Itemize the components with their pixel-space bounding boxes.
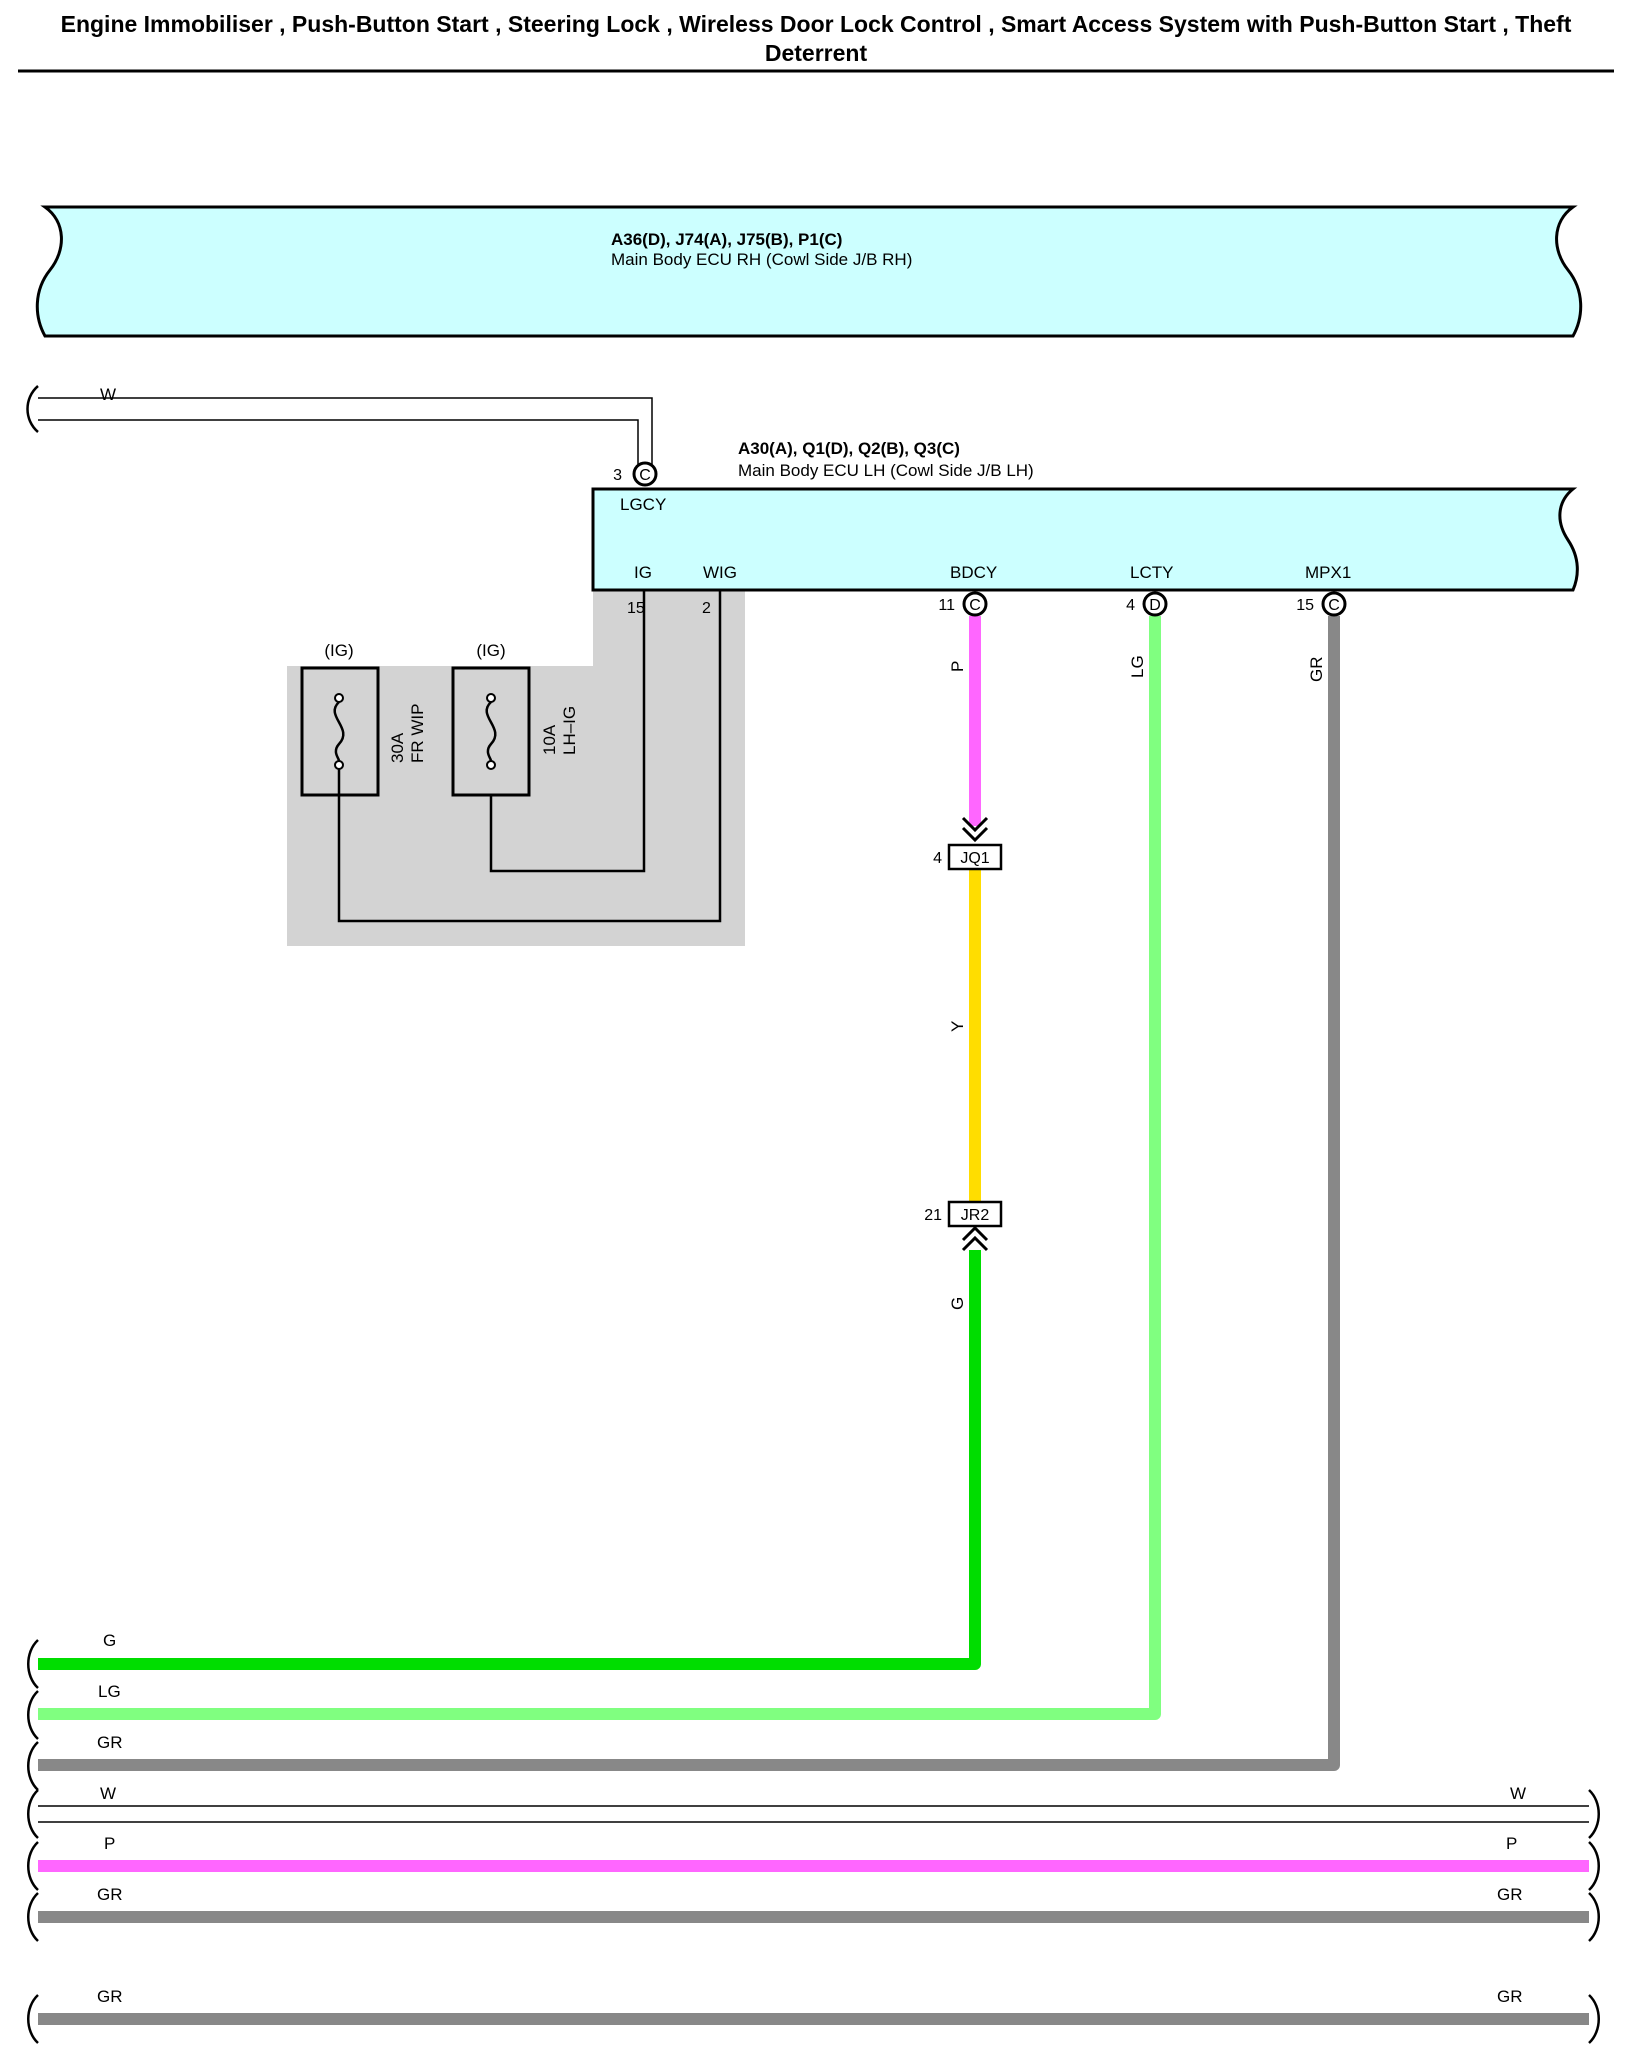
terminal-name-mpx1: MPX1 <box>1305 563 1351 582</box>
wire-label-gr-right-3: GR <box>1497 1987 1523 2006</box>
ecu-rh-box <box>35 205 1583 338</box>
fuse-lh-ig-box <box>451 666 531 797</box>
terminal-bdcy-pin: 11 <box>938 597 955 614</box>
wire-label-g: G <box>948 1297 967 1310</box>
wire-break-icon <box>26 385 39 433</box>
wire-label-w-left: W <box>100 1784 116 1803</box>
fuse-lh-ig-supply: (IG) <box>476 641 505 660</box>
terminal-wig-pin: 2 <box>702 600 711 617</box>
terminal-name-lcty: LCTY <box>1130 563 1173 582</box>
wire-break-icon <box>27 1994 39 2044</box>
terminal-ig-pin: 15 <box>627 600 645 617</box>
ecu-rh-block: A36(D), J74(A), J75(B), P1(C) Main Body … <box>35 205 1583 338</box>
wire-bdcy: P Y G <box>38 616 981 1670</box>
wire-break-icon <box>27 1741 39 1791</box>
terminal-lcty-pin: 4 <box>1126 597 1135 614</box>
terminal-lgcy: C 3 <box>613 461 658 487</box>
wire-wig-internal <box>337 590 722 923</box>
wire-label-w-right: W <box>1510 1784 1526 1803</box>
terminal-bdcy-conn: C <box>969 597 981 614</box>
wire-label-p-left: P <box>104 1834 115 1853</box>
wire-label-gr-left: GR <box>97 1733 123 1752</box>
terminal-circle-icon <box>962 591 988 617</box>
terminal-bdcy: C 11 <box>938 591 988 617</box>
wire-break-icon <box>1588 1994 1600 2044</box>
terminal-mpx1-conn: C <box>1328 597 1340 614</box>
junction-jr2: JR2 21 <box>924 1200 1003 1252</box>
terminal-lgcy-conn: C <box>639 467 651 484</box>
junction-jr2-name: JR2 <box>961 1207 990 1224</box>
wire-lgcy-w: W <box>26 385 653 474</box>
junction-jq1-box <box>947 843 1003 871</box>
terminal-name-ig: IG <box>634 563 652 582</box>
wire-break-icon <box>1588 1892 1600 1942</box>
junction-jq1-name: JQ1 <box>960 850 989 867</box>
fuse-lh-ig-rating: 10A <box>540 724 559 755</box>
ecu-lh-box <box>591 487 1579 592</box>
wire-pass-gr-1: GR GR <box>27 1885 1600 1942</box>
wire-label-gr-left-2: GR <box>97 1885 123 1904</box>
terminal-lcty: D 4 <box>1126 591 1168 617</box>
connector-chevron-icon <box>961 1225 989 1252</box>
fuse-lh-ig-name: LH–IG <box>560 706 579 755</box>
wire-ig-internal <box>489 590 646 873</box>
fuse-fr-wip-name: FR WIP <box>408 704 427 764</box>
wire-label-w-top: W <box>100 385 116 404</box>
wire-mpx1-gr <box>38 616 1340 1771</box>
terminal-lgcy-pin: 3 <box>613 467 622 484</box>
terminal-circle-icon <box>1321 591 1347 617</box>
junction-jq1: JQ1 4 <box>933 816 1003 871</box>
fuse-icon <box>333 693 345 770</box>
wire-label-gr-left-3: GR <box>97 1987 123 2006</box>
wire-lcty-lg <box>38 616 1161 1720</box>
terminal-name-wig: WIG <box>703 563 737 582</box>
terminal-mpx1: C 15 <box>1296 591 1347 617</box>
diagram-title: Engine Immobiliser , Push-Button Start ,… <box>60 11 1572 66</box>
wire-break-icon <box>27 1690 39 1740</box>
ecu-lh-block: A30(A), Q1(D), Q2(B), Q3(C) Main Body EC… <box>591 439 1579 592</box>
fuse-fr-wip-box <box>300 666 380 797</box>
wire-lcty: LG <box>38 616 1161 1720</box>
wire-break-icon <box>27 1639 39 1689</box>
wire-mpx1: GR <box>38 616 1340 1771</box>
wire-pass-p: P P <box>27 1834 1600 1891</box>
terminal-name-lgcy: LGCY <box>620 495 666 514</box>
wire-label-p: P <box>948 661 967 672</box>
fuse-fr-wip-rating: 30A <box>388 732 407 763</box>
fuse-shaded-region <box>287 590 745 946</box>
wire-break-icon <box>1588 1789 1600 1839</box>
connector-chevron-icon <box>961 816 989 843</box>
wire-pass-gr-2: GR GR <box>27 1987 1600 2044</box>
wire-break-icon <box>1588 1841 1600 1891</box>
wire-label-gr-right-2: GR <box>1497 1885 1523 1904</box>
wire-label-g-left: G <box>103 1631 116 1650</box>
fuse-lh-ig: (IG) 10A LH–IG <box>451 641 579 797</box>
wire-break-icon <box>27 1841 39 1891</box>
wire-label-lg-left: LG <box>98 1682 121 1701</box>
terminal-circle-icon <box>1142 591 1168 617</box>
ecu-rh-connectors: A36(D), J74(A), J75(B), P1(C) <box>611 230 842 249</box>
wire-bdcy-g <box>38 1250 981 1670</box>
fuse-fr-wip: (IG) 30A FR WIP <box>300 641 427 797</box>
wire-pass-w: W W <box>27 1784 1600 1839</box>
wire-break-icon <box>27 1892 39 1942</box>
terminal-name-bdcy: BDCY <box>950 563 997 582</box>
ecu-lh-connectors: A30(A), Q1(D), Q2(B), Q3(C) <box>738 439 960 458</box>
ecu-rh-name: Main Body ECU RH (Cowl Side J/B RH) <box>611 250 912 269</box>
terminal-lcty-conn: D <box>1149 597 1161 614</box>
wire-label-lg: LG <box>1128 655 1147 678</box>
wire-break-icon <box>27 1789 39 1839</box>
wire-label-gr: GR <box>1307 657 1326 683</box>
fuse-fr-wip-supply: (IG) <box>324 641 353 660</box>
terminal-mpx1-pin: 15 <box>1296 597 1314 614</box>
terminal-circle-icon <box>632 461 658 487</box>
wire-label-y: Y <box>948 1021 967 1032</box>
junction-jr2-pin: 21 <box>924 1207 942 1224</box>
ecu-lh-name: Main Body ECU LH (Cowl Side J/B LH) <box>738 461 1034 480</box>
wire-label-p-right: P <box>1506 1834 1517 1853</box>
fuse-icon <box>485 693 497 770</box>
junction-jq1-pin: 4 <box>933 850 942 867</box>
